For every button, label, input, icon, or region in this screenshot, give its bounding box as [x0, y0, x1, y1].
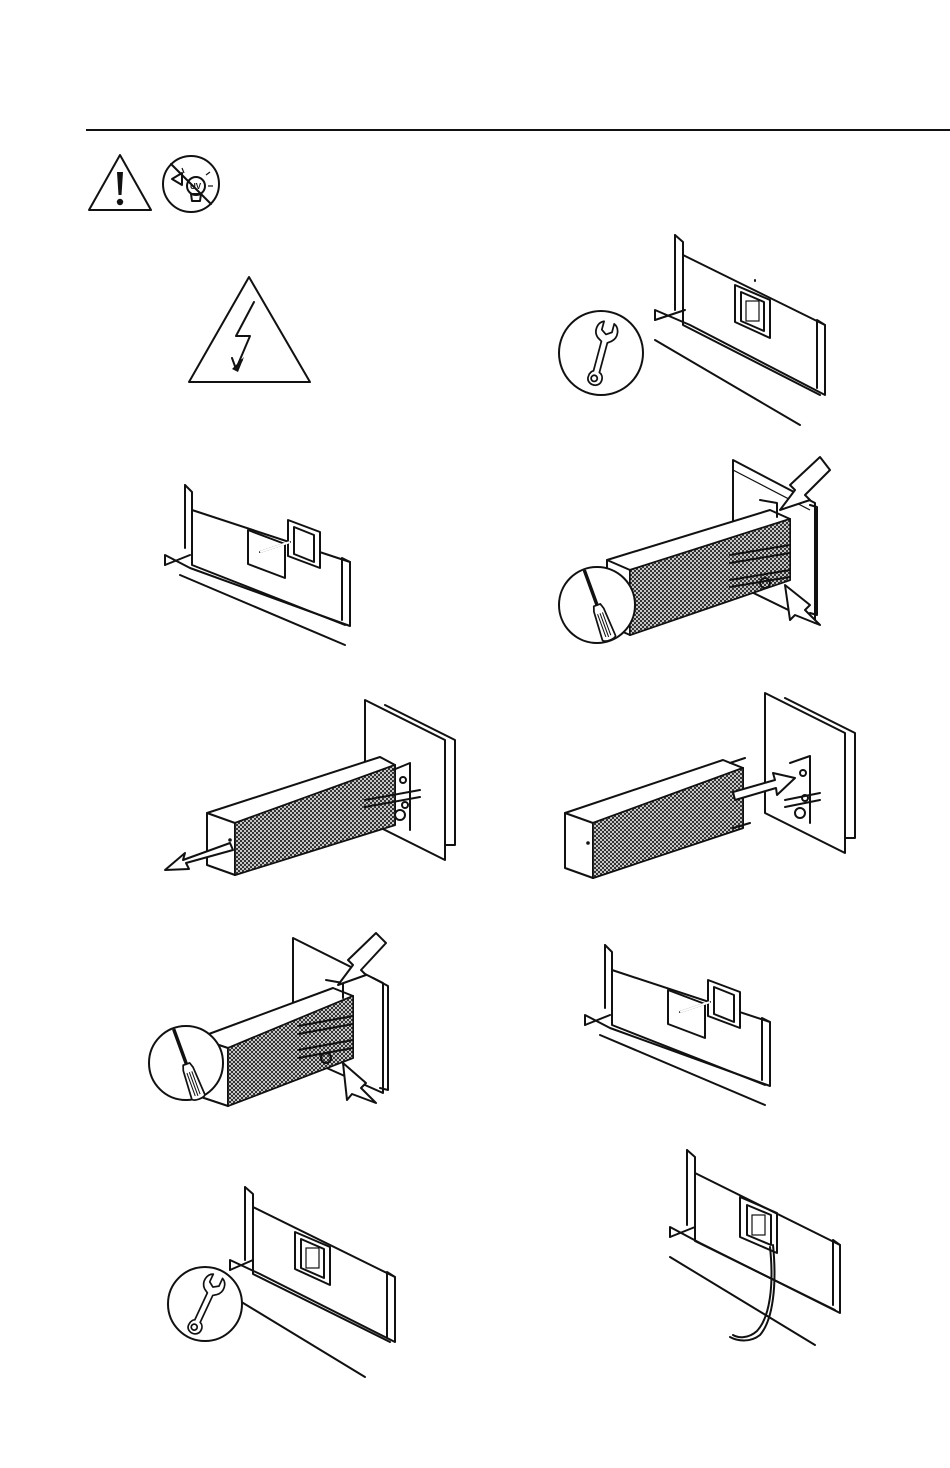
step-7-fasten-cassette: [148, 928, 408, 1118]
step-6-insert-cassette: [555, 688, 865, 888]
no-uv-light-icon: UV: [160, 153, 222, 215]
step-1-electrical-hazard: [186, 274, 314, 386]
step-4-unscrew-cassette: [555, 455, 825, 655]
step-8-close-hatch: [580, 940, 790, 1110]
step-10-reconnect-power: [665, 1145, 845, 1355]
step-3-open-hatch: [160, 480, 370, 650]
header-rule: [86, 129, 950, 131]
warning-triangle-icon: [86, 152, 154, 214]
electrical-hazard-icon: [186, 274, 314, 386]
step-5-remove-cassette: [155, 695, 465, 885]
step-2-remove-cover: [555, 230, 815, 430]
step-9-fasten-cover: [165, 1182, 405, 1382]
